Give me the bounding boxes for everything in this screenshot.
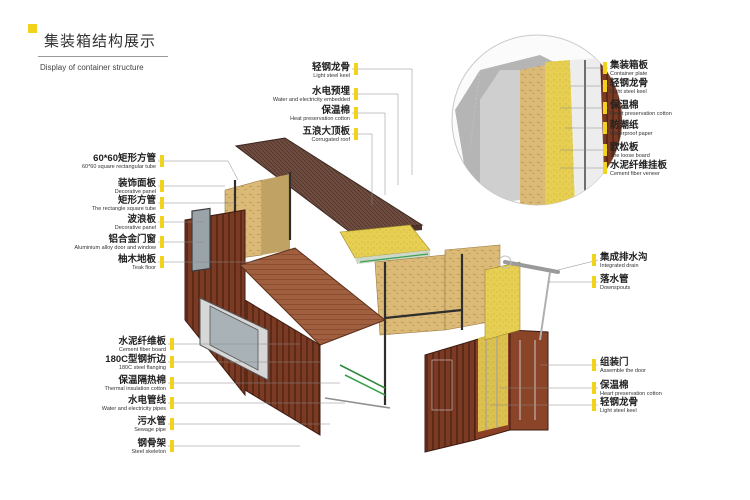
downspout	[539, 271, 551, 341]
side-insulated-wall	[484, 261, 521, 341]
page-subtitle: Display of container structure	[40, 63, 144, 72]
assembled-door-panel	[509, 329, 549, 431]
integrated-drain	[503, 260, 560, 274]
title-accent-square	[28, 24, 37, 33]
title-underline	[38, 56, 168, 57]
water-electric-pipes	[324, 364, 391, 409]
steel-frame	[233, 172, 464, 405]
container-door-left	[424, 339, 476, 453]
door-insulation	[478, 330, 508, 432]
aluminium-window	[191, 207, 211, 272]
page-title: 集装箱结构展示	[44, 33, 157, 50]
teak-floor	[239, 247, 386, 346]
